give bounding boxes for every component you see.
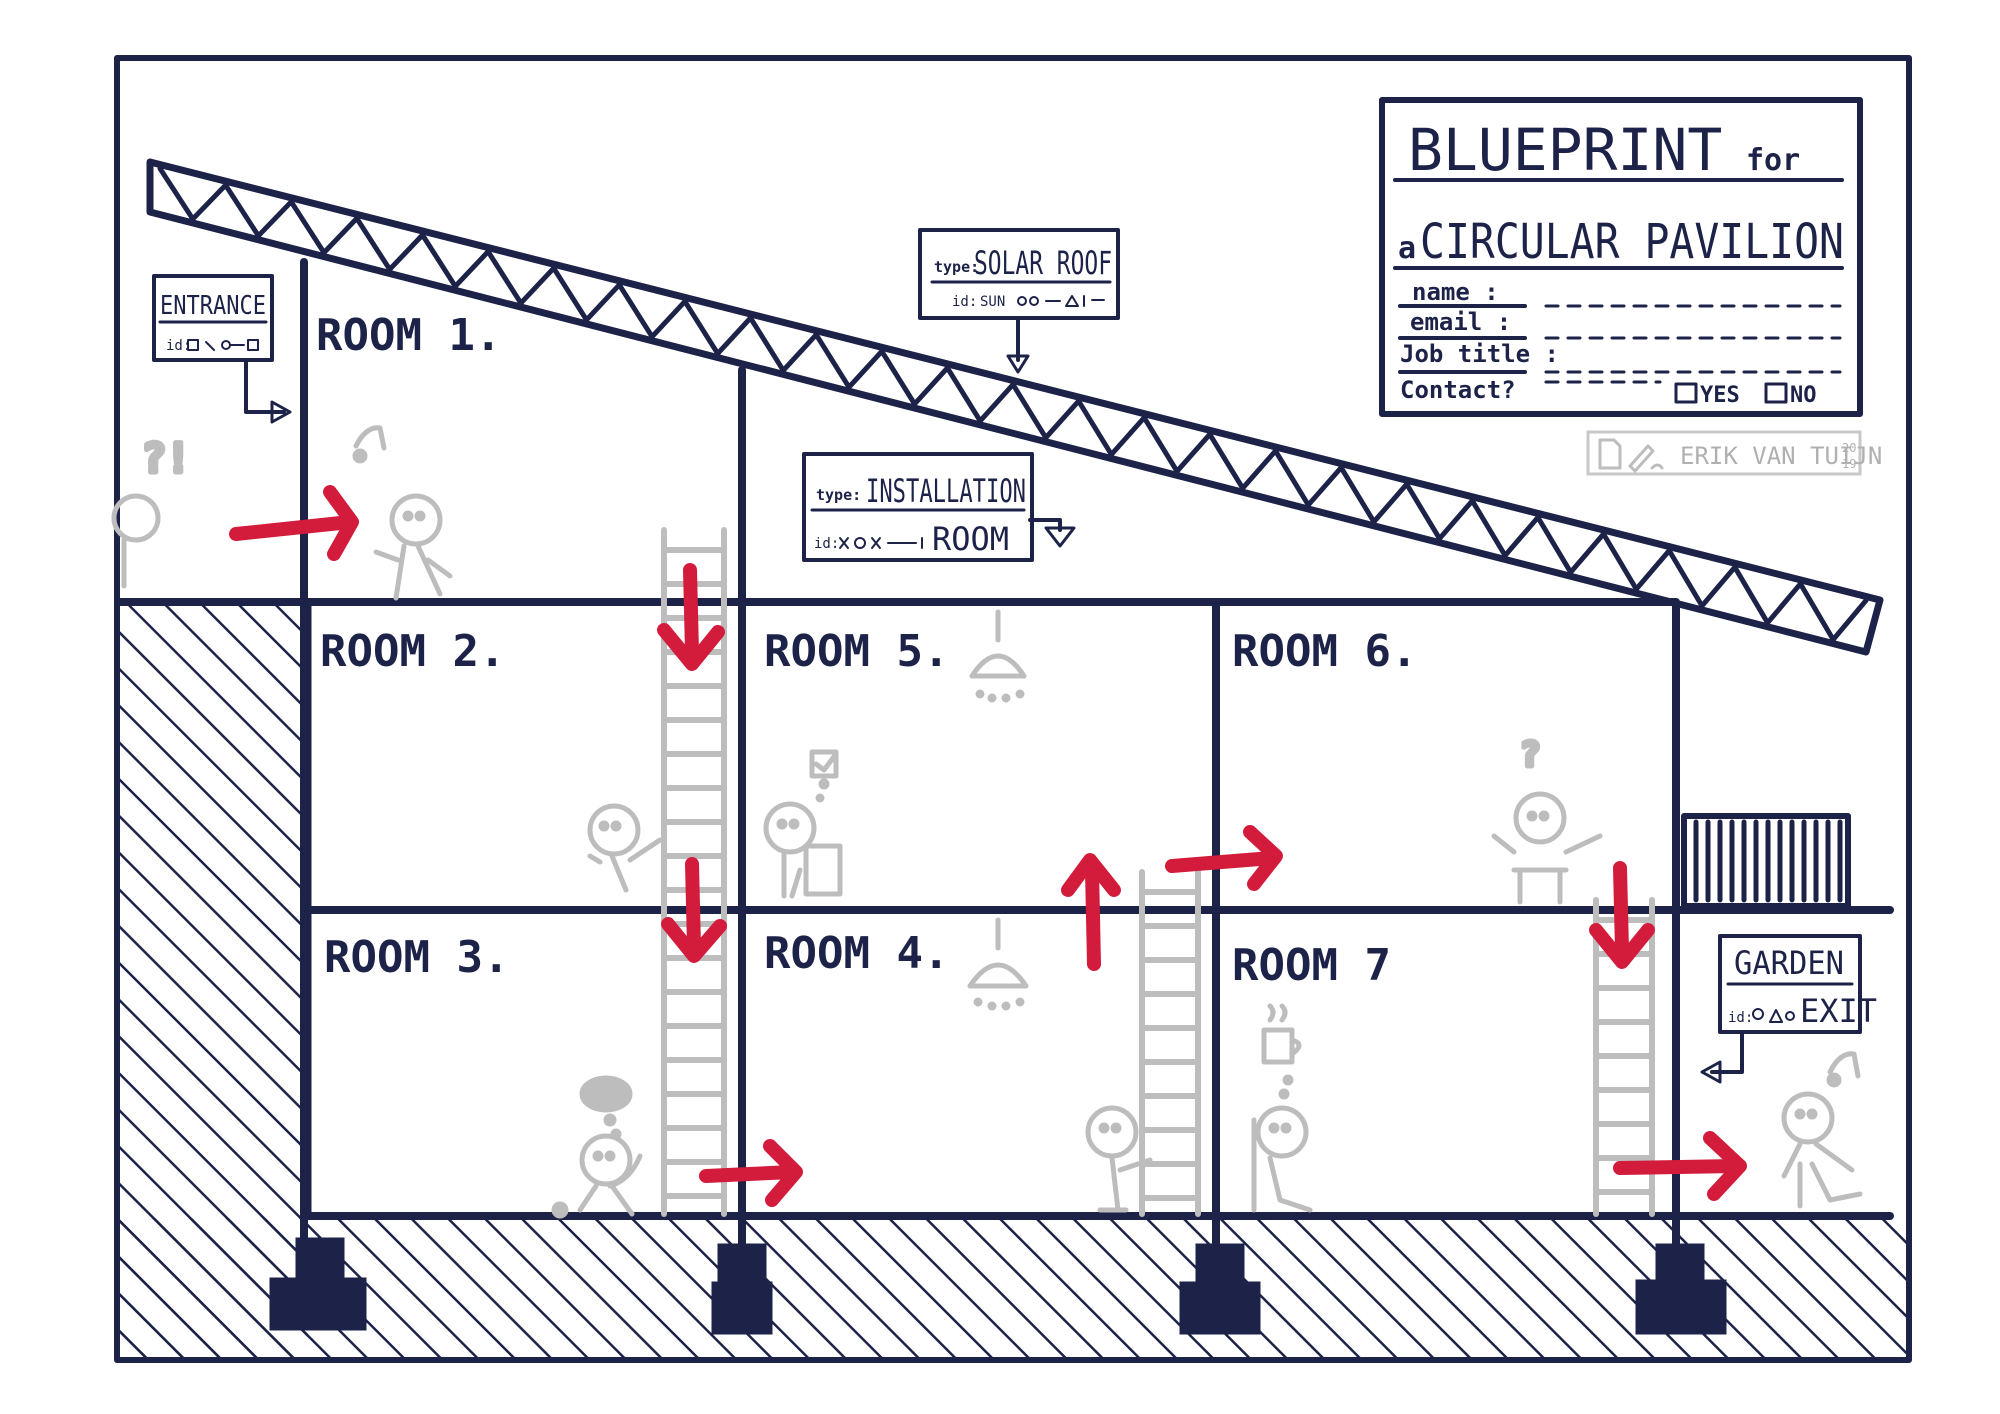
checkbox-thought-icon — [809, 749, 839, 803]
solar-roof-type-prefix: type: — [934, 258, 979, 276]
visitor-room2-head — [587, 803, 641, 857]
ladder-room2 — [661, 527, 727, 1217]
room-7-label: ROOM 7 — [1232, 940, 1391, 991]
garden-id-prefix: id: — [1728, 1010, 1753, 1026]
garden-balcony — [1681, 813, 1851, 909]
pencil-icon — [1628, 444, 1664, 473]
visitor-room6-head — [1513, 791, 1567, 845]
title-block: BLUEPRINT for a CIRCULAR PAVILION name :… — [1379, 97, 1863, 417]
title-blueprint: BLUEPRINT — [1408, 116, 1722, 184]
visitor-room3-head — [579, 1133, 633, 1187]
entrance-id-glyphs — [187, 339, 259, 351]
garden-pointer-head — [1700, 1060, 1722, 1084]
thought-cloud-icon — [579, 1075, 633, 1140]
shower-icon-room4 — [967, 917, 1029, 1011]
music-note-exit-icon — [1826, 1051, 1861, 1088]
entrance-tag: ENTRANCE id: — [152, 274, 292, 424]
arrow-to-garden-exit — [1613, 1131, 1747, 1201]
solar-roof-truss — [146, 158, 1884, 656]
coffee-cup-icon — [1261, 1003, 1302, 1065]
arrow-room2-to-room3 — [661, 857, 727, 963]
garden-id-glyphs — [1752, 1008, 1795, 1023]
field-contact-label: Contact? — [1400, 376, 1516, 404]
installation-room-tag: type: INSTALLATION id: ROOM — [802, 452, 1076, 562]
title-a: a — [1398, 231, 1416, 266]
no-checkbox — [1764, 382, 1788, 404]
ladder-room4 — [1139, 869, 1201, 1217]
arrow-room1-to-room2 — [657, 563, 725, 671]
installation-pointer-head — [1044, 526, 1076, 548]
arrow-room4-to-room5 — [1061, 853, 1121, 971]
yes-checkbox — [1674, 382, 1698, 404]
arrow-room3-to-room4 — [699, 1139, 803, 1207]
solar-roof-id-glyphs — [1017, 295, 1105, 307]
no-label: NO — [1790, 383, 1817, 408]
field-jobtitle-label: Job title : — [1400, 340, 1559, 368]
visitor-room7-head — [1255, 1105, 1309, 1159]
entrance-pointer-head — [270, 400, 292, 424]
credit-box: ERIK VAN TUIJN 20 19 — [1586, 430, 1882, 476]
page-frame — [114, 55, 1912, 1363]
solar-roof-tag: type: SOLAR ROOF id: SUN — [918, 228, 1120, 374]
arrow-entrance-to-room1 — [229, 485, 359, 561]
solar-roof-pointer-head — [1006, 354, 1030, 374]
garden-name-line1: GARDEN — [1734, 944, 1844, 982]
entrance-id-prefix: id: — [166, 338, 191, 354]
installation-name-line1: INSTALLATION — [866, 472, 1026, 510]
solar-roof-id-value: SUN — [980, 294, 1005, 310]
solar-roof-id-prefix: id: — [952, 294, 977, 310]
installation-type-prefix: type: — [816, 486, 861, 504]
room-5-label: ROOM 5. — [764, 626, 949, 677]
room-6-label: ROOM 6. — [1232, 626, 1417, 677]
arrow-room6-to-room7 — [1589, 861, 1655, 969]
credit-year-top: 20 — [1842, 441, 1856, 455]
yes-label: YES — [1700, 383, 1740, 408]
ground-hatch-bottom — [120, 1218, 1906, 1358]
route-arrows — [229, 485, 1747, 1207]
room-1-label: ROOM 1. — [316, 310, 501, 361]
room-2-label: ROOM 2. — [320, 626, 505, 677]
field-email-label: email : — [1410, 308, 1511, 336]
room-3-label: ROOM 3. — [324, 932, 509, 983]
credit-name: ERIK VAN TUIJN — [1680, 442, 1882, 470]
room-4-label: ROOM 4. — [764, 928, 949, 979]
credit-year-bottom: 19 — [1842, 457, 1856, 471]
visitor-room5-head — [763, 801, 817, 855]
arrow-room5-to-room6 — [1165, 825, 1283, 891]
title-for: for — [1746, 143, 1800, 178]
garden-exit-tag: GARDEN id: EXIT — [1700, 934, 1877, 1084]
entrance-name: ENTRANCE — [160, 291, 266, 321]
ladders — [661, 527, 1655, 1217]
shower-icon — [969, 609, 1027, 703]
visitor-exit-head — [1781, 1091, 1835, 1145]
garden-name-line2: EXIT — [1800, 992, 1877, 1030]
foundations — [269, 1237, 1727, 1335]
document-icon — [1598, 438, 1622, 470]
title-circular-pavilion: CIRCULAR PAVILION — [1420, 214, 1844, 270]
visitor-room1-head — [389, 493, 443, 547]
garden-pointer — [1710, 1032, 1744, 1074]
solar-roof-name: SOLAR ROOF — [974, 244, 1112, 282]
visitor-room4-head — [1085, 1105, 1139, 1159]
visitor-doodles: ?! ? — [111, 425, 1863, 1219]
installation-id-glyphs — [839, 537, 923, 549]
installation-name-line2: ROOM — [932, 520, 1009, 558]
field-name-label: name : — [1412, 278, 1499, 306]
room6-question-mark: ? — [1520, 735, 1540, 775]
music-note-icon — [352, 425, 387, 464]
visitor-outside-head — [111, 493, 161, 543]
columns — [300, 258, 1680, 1248]
entrance-question-marks: ?! — [142, 436, 190, 482]
installation-id-prefix: id: — [814, 536, 839, 552]
